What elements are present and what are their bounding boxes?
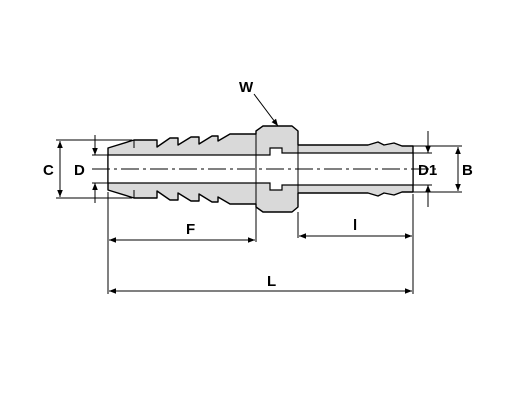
label-L: L: [267, 273, 276, 290]
leader-W: [253, 93, 279, 127]
label-W: W: [239, 79, 254, 96]
extension-lines: [56, 139, 462, 294]
label-D: D: [74, 162, 85, 179]
label-l: l: [353, 217, 357, 234]
label-F: F: [186, 221, 195, 238]
barb-teeth-lines: [133, 134, 299, 204]
label-D1: D1: [418, 162, 437, 179]
label-C: C: [43, 162, 54, 179]
label-B: B: [462, 162, 473, 179]
